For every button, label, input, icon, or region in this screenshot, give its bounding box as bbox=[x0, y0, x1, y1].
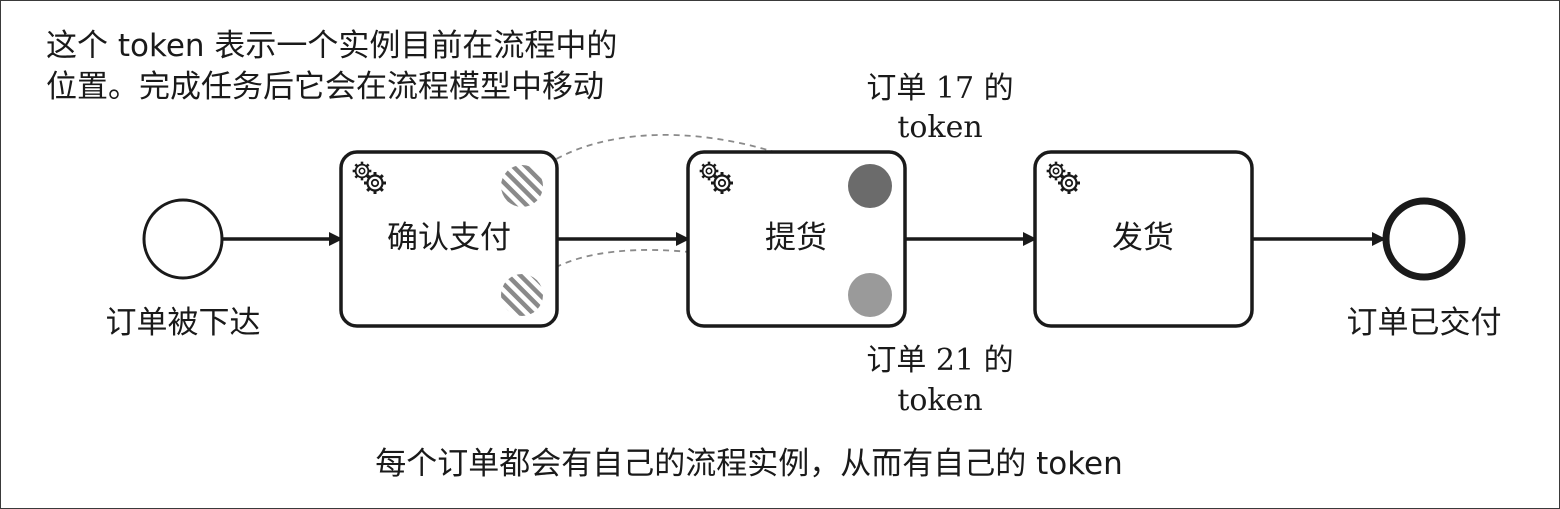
token-previous-17 bbox=[501, 165, 543, 207]
token-21-label-line-2: token bbox=[897, 383, 982, 418]
task-pickup[interactable]: 提货 bbox=[686, 150, 907, 328]
start-event-label: 订单被下达 bbox=[106, 305, 261, 341]
token-21-label-line-1: 订单 21 的 bbox=[866, 343, 1013, 378]
token-17-label-line-2: token bbox=[897, 110, 982, 145]
end-event-label: 订单已交付 bbox=[1347, 305, 1502, 341]
task-label-confirm-payment: 确认支付 bbox=[387, 220, 511, 256]
caption: 每个订单都会有自己的流程实例，从而有自己的 token bbox=[375, 446, 1123, 482]
task-ship[interactable]: 发货 bbox=[1033, 150, 1254, 328]
token-order-17[interactable] bbox=[848, 164, 892, 208]
start-event[interactable] bbox=[142, 198, 224, 280]
task-confirm-payment[interactable]: 确认支付 bbox=[339, 150, 559, 328]
annotation-line-2: 位置。完成任务后它会在流程模型中移动 bbox=[46, 69, 604, 105]
task-label-ship: 发货 bbox=[1112, 220, 1174, 256]
annotation-line-1: 这个 token 表示一个实例目前在流程中的 bbox=[46, 28, 617, 64]
token-17-label-line-1: 订单 17 的 bbox=[866, 71, 1013, 106]
token-order-21[interactable] bbox=[848, 273, 892, 317]
end-event[interactable] bbox=[1382, 197, 1466, 281]
task-label-pickup: 提货 bbox=[765, 220, 827, 256]
token-previous-21 bbox=[501, 274, 543, 316]
